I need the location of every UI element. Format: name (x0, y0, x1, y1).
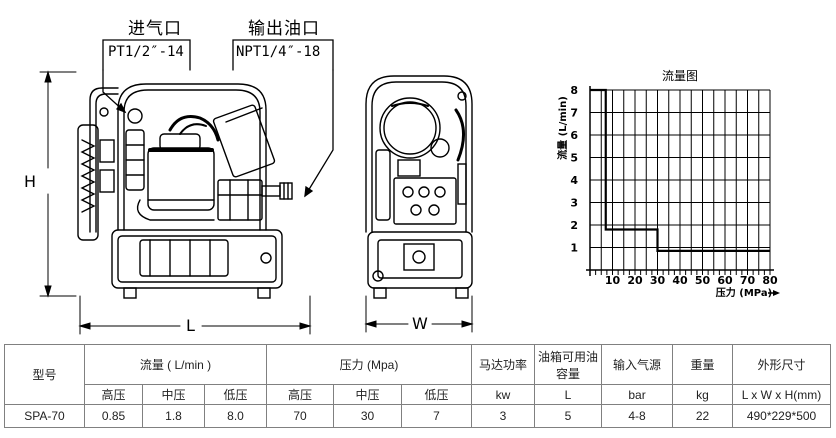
cell-tank: 5 (534, 404, 603, 428)
cell-size: 490*229*500 (732, 404, 832, 428)
front-view (365, 75, 473, 299)
cell-weight: 22 (672, 404, 734, 428)
height-label: H (24, 172, 37, 191)
y-tick-label: 4 (570, 174, 578, 187)
length-dimension (78, 295, 312, 335)
length-label: L (186, 316, 195, 335)
sub-pres-high: 高压 (266, 384, 335, 405)
y-tick-label: 6 (570, 129, 578, 142)
sub-flow-high: 高压 (84, 384, 143, 405)
cell-model: SPA-70 (4, 404, 85, 428)
cell-flow-mid: 1.8 (142, 404, 205, 428)
sub-air-unit: bar (601, 384, 674, 405)
cell-flow-high: 0.85 (84, 404, 143, 428)
spec-table: 型号 流量 ( L/min ) 压力 (Mpa) 马达功率 油箱可用油容量 输入… (4, 344, 832, 428)
y-tick-label: 7 (570, 107, 578, 120)
sub-flow-low: 低压 (203, 384, 268, 405)
inlet-callout-spec: PT1/2″-14 (108, 44, 184, 60)
x-tick-label: 70 (740, 274, 756, 287)
table-row: SPA-70 0.85 1.8 8.0 70 30 7 3 5 4-8 22 4… (4, 404, 832, 428)
outlet-leader (232, 39, 334, 198)
chart-ticks: 10 20 30 40 50 60 70 80 1 2 3 4 5 6 7 8 (570, 84, 778, 287)
y-tick-label: 2 (570, 219, 578, 232)
cell-pres-mid: 30 (333, 404, 403, 428)
header-size: 外形尺寸 (732, 344, 832, 385)
header-weight: 重量 (672, 344, 734, 385)
header-air: 输入气源 (601, 344, 674, 385)
cell-flow-low: 8.0 (203, 404, 268, 428)
cell-pres-low: 7 (401, 404, 473, 428)
header-flow: 流量 ( L/min ) (83, 344, 268, 385)
sub-pres-low: 低压 (401, 384, 473, 405)
outlet-callout-title: 输出油口 (248, 19, 320, 39)
header-pressure: 压力 (Mpa) (266, 344, 473, 385)
inlet-callout-title: 进气口 (128, 19, 182, 39)
x-axis-label: 压力 (MPa) (716, 286, 772, 299)
cell-pres-high: 70 (266, 404, 335, 428)
y-axis-label: 流量 (L/min) (556, 96, 569, 160)
x-tick-label: 80 (762, 274, 778, 287)
side-view (77, 83, 293, 299)
flow-curve (590, 88, 770, 252)
header-motor: 马达功率 (471, 344, 536, 385)
width-label: W (412, 314, 428, 333)
y-tick-label: 8 (570, 84, 578, 97)
x-tick-label: 30 (650, 274, 666, 287)
y-tick-label: 5 (570, 152, 578, 165)
x-tick-label: 20 (627, 274, 643, 287)
sub-pres-mid: 中压 (333, 384, 403, 405)
sub-size-unit: L x W x H(mm) (732, 384, 832, 405)
sub-flow-mid: 中压 (142, 384, 205, 405)
height-dimension (39, 70, 77, 298)
chart-series (590, 88, 770, 252)
sub-weight-unit: kg (672, 384, 734, 405)
outlet-callout-spec: NPT1/4″-18 (236, 44, 321, 60)
cell-motor: 3 (471, 404, 536, 428)
x-tick-label: 10 (605, 274, 621, 287)
x-tick-label: 50 (695, 274, 711, 287)
sub-motor-unit: kw (471, 384, 536, 405)
cell-air: 4-8 (601, 404, 674, 428)
header-model: 型号 (4, 344, 85, 405)
width-dimension (364, 295, 474, 333)
chart-title: 流量图 (662, 69, 698, 83)
x-axis-arrowhead (773, 290, 780, 296)
x-tick-label: 40 (672, 274, 688, 287)
header-tank: 油箱可用油容量 (534, 344, 603, 385)
y-tick-label: 3 (570, 197, 578, 210)
sub-tank-unit: L (534, 384, 603, 405)
chart-grid (590, 89, 771, 270)
x-tick-label: 60 (717, 274, 733, 287)
y-tick-label: 1 (570, 242, 578, 255)
